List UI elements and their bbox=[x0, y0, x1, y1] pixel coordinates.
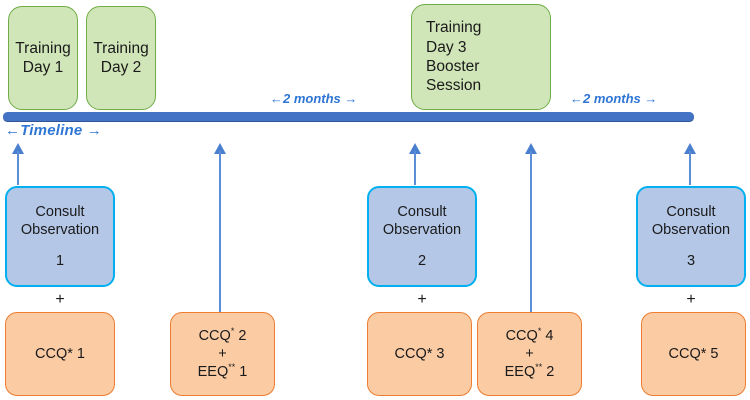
timeline-label: ←Timeline → bbox=[5, 122, 102, 139]
consult-observation-1-box[interactable]: Consult Observation 1 bbox=[5, 186, 115, 287]
arrow-shaft bbox=[530, 151, 532, 318]
arrow-head-icon bbox=[525, 143, 537, 154]
arrow-shaft bbox=[689, 151, 691, 185]
questionnaire-ccq3-box[interactable]: CCQ* 3 bbox=[367, 312, 472, 396]
timeline-bar bbox=[3, 112, 694, 121]
arrow-shaft bbox=[414, 151, 416, 185]
training-day-2-line2: Day 2 bbox=[100, 59, 142, 76]
eeq2-label: EEQ** 2 bbox=[504, 362, 555, 381]
consult-2-line2: Observation bbox=[382, 222, 462, 239]
plus-sign-2: + bbox=[417, 291, 427, 308]
training-day-3-line1: Training bbox=[426, 19, 482, 37]
ccq2-plus: + bbox=[218, 345, 227, 362]
plus-sign-1: + bbox=[55, 291, 65, 308]
arrow-to-timeline-1 bbox=[12, 143, 24, 185]
ccq2-label: CCQ* 2 bbox=[198, 325, 247, 344]
questionnaire-ccq2-eeq1-box[interactable]: CCQ* 2 + EEQ** 1 bbox=[170, 312, 275, 396]
consult-2-line1: Consult bbox=[397, 204, 447, 221]
training-day-2-box[interactable]: Training Day 2 bbox=[86, 6, 156, 110]
consult-observation-2-box[interactable]: Consult Observation 2 bbox=[367, 186, 477, 287]
consult-1-line1: Consult bbox=[35, 204, 85, 221]
consult-3-number: 3 bbox=[686, 252, 696, 269]
consult-2-number: 2 bbox=[417, 252, 427, 269]
arrow-head-icon bbox=[684, 143, 696, 154]
ccq3-label: CCQ* 3 bbox=[394, 345, 445, 362]
asterisk-superscript: * bbox=[230, 325, 235, 336]
consult-3-line1: Consult bbox=[666, 204, 716, 221]
ccq1-label: CCQ* 1 bbox=[35, 345, 85, 362]
consult-3-line2: Observation bbox=[651, 222, 731, 239]
plus-sign-3: + bbox=[686, 291, 696, 308]
arrow-to-timeline-5 bbox=[684, 143, 696, 185]
questionnaire-ccq1-box[interactable]: CCQ* 1 bbox=[5, 312, 115, 396]
training-day-3-line4: Session bbox=[426, 77, 482, 95]
double-asterisk-superscript: ** bbox=[228, 362, 236, 373]
consult-1-line2: Observation bbox=[20, 222, 100, 239]
training-day-3-booster-box[interactable]: Training Day 3 Booster Session bbox=[411, 4, 551, 110]
interval-label-1: ←2 months → bbox=[270, 91, 358, 106]
questionnaire-ccq5-box[interactable]: CCQ* 5 bbox=[641, 312, 746, 396]
consult-1-number: 1 bbox=[55, 252, 65, 269]
arrow-shaft bbox=[219, 151, 221, 318]
questionnaire-ccq4-eeq2-box[interactable]: CCQ* 4 + EEQ** 2 bbox=[477, 312, 582, 396]
arrow-to-timeline-3 bbox=[409, 143, 421, 185]
interval-label-2: ←2 months → bbox=[570, 91, 658, 106]
training-day-1-line1: Training bbox=[15, 39, 71, 57]
training-day-2-line1: Training bbox=[93, 39, 149, 57]
arrow-to-timeline-4 bbox=[525, 143, 537, 318]
training-day-1-box[interactable]: Training Day 1 bbox=[8, 6, 78, 110]
consult-observation-3-box[interactable]: Consult Observation 3 bbox=[636, 186, 746, 287]
ccq4-plus: + bbox=[525, 345, 534, 362]
training-day-3-line3: Booster bbox=[426, 58, 480, 75]
eeq1-label: EEQ** 1 bbox=[197, 362, 248, 381]
double-asterisk-superscript: ** bbox=[535, 362, 543, 373]
asterisk-superscript: * bbox=[537, 325, 542, 336]
arrow-head-icon bbox=[12, 143, 24, 154]
training-day-3-line2: Day 3 bbox=[426, 38, 467, 56]
arrow-head-icon bbox=[214, 143, 226, 154]
ccq4-label: CCQ* 4 bbox=[505, 325, 554, 344]
ccq5-label: CCQ* 5 bbox=[668, 345, 719, 362]
arrow-shaft bbox=[17, 151, 19, 185]
arrow-to-timeline-2 bbox=[214, 143, 226, 318]
training-day-1-line2: Day 1 bbox=[22, 59, 64, 76]
arrow-head-icon bbox=[409, 143, 421, 154]
